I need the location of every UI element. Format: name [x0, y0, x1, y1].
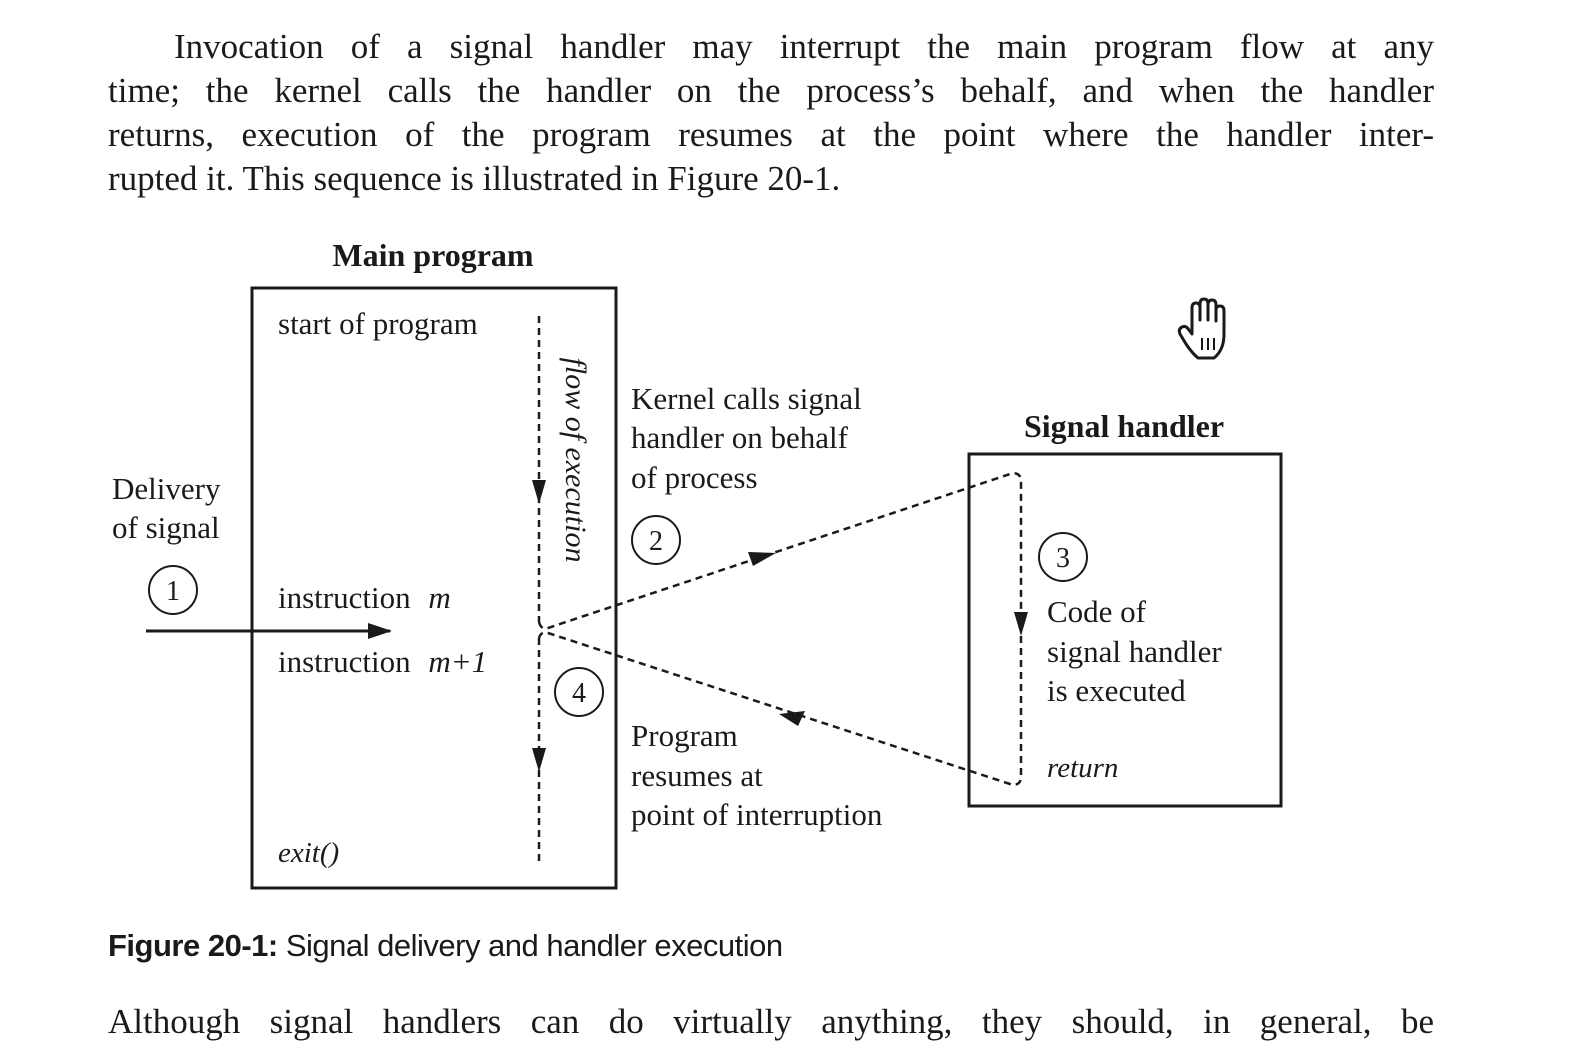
instruction-m-var: m: [428, 580, 450, 615]
main-program-box: [250, 286, 618, 890]
step-2-number: 2: [649, 526, 663, 557]
intro-line-3: returns, execution of the program resume…: [108, 115, 1434, 154]
delivery-arrowhead: [368, 623, 392, 639]
intro-paragraph: Invocation of a signal handler may inter…: [108, 25, 1434, 201]
return-keyword: return: [1047, 752, 1118, 784]
kernel-label-line2: handler on behalf: [631, 420, 849, 455]
flow-of-execution-label: flow of execution: [559, 358, 592, 563]
intro-line-1: Invocation of a signal handler may inter…: [174, 27, 1434, 66]
flow-arrow-bottom: [532, 748, 546, 772]
hand-cursor-icon: [1177, 297, 1226, 360]
figure-caption: Figure 20-1: Signal delivery and handler…: [108, 928, 783, 964]
step-3-circle: [1038, 532, 1088, 582]
following-line-1: Although signal handlers can do virtuall…: [108, 1002, 1434, 1041]
step-2-circle: [631, 515, 681, 565]
intro-line-4: rupted it. This sequence is illustrated …: [108, 159, 841, 198]
resume-label-line3: point of interruption: [631, 797, 883, 832]
step-1-circle: [148, 565, 198, 615]
handler-flow-arrowhead: [1014, 612, 1028, 636]
resume-label-line1: Program: [631, 718, 738, 753]
return-path: [537, 631, 1023, 786]
figure-number: Figure 20-1:: [108, 928, 278, 963]
delivery-label-line2: of signal: [112, 510, 220, 545]
signal-handler-box: [967, 452, 1283, 808]
following-paragraph: Although signal handlers can do virtuall…: [108, 1000, 1434, 1044]
step-4-circle: [554, 667, 604, 717]
flow-arrow-top: [532, 480, 546, 504]
instruction-m1-prefix: instruction: [278, 644, 411, 679]
call-handler-arrowhead: [748, 552, 776, 566]
step-1-number: 1: [166, 576, 180, 607]
code-label-line1: Code of: [1047, 594, 1147, 629]
code-label-line3: is executed: [1047, 673, 1186, 708]
instruction-m-prefix: instruction: [278, 580, 411, 615]
code-label-line2: signal handler: [1047, 634, 1222, 669]
intro-line-2: time; the kernel calls the handler on th…: [108, 71, 1434, 110]
resume-label-line2: resumes at: [631, 758, 763, 793]
start-of-program-label: start of program: [278, 306, 478, 341]
call-handler-path: [537, 472, 1023, 630]
step-3-number: 3: [1056, 543, 1070, 574]
instruction-m1-var: m+1: [428, 644, 487, 679]
step-4-number: 4: [572, 678, 586, 709]
instruction-m-label: instruction m: [278, 580, 451, 615]
exit-call-label: exit(): [278, 837, 339, 869]
kernel-label-line3: of process: [631, 460, 758, 495]
main-program-title: Main program: [332, 237, 534, 273]
instruction-m1-label: instruction m+1: [278, 644, 487, 679]
signal-handler-title: Signal handler: [1024, 408, 1224, 444]
kernel-label-line1: Kernel calls signal: [631, 381, 862, 416]
return-arrowhead: [779, 711, 805, 726]
figure-caption-text: Signal delivery and handler execution: [277, 928, 783, 963]
delivery-label-line1: Delivery: [112, 471, 221, 506]
